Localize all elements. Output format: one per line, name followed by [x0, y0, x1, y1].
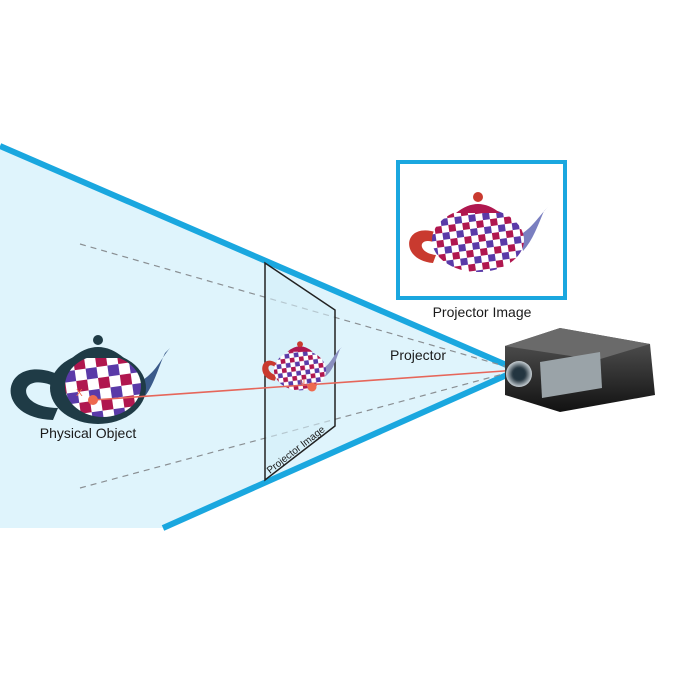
projector-label: Projector: [390, 347, 446, 363]
teapot-icon: [262, 341, 342, 391]
point-u-label: u: [300, 376, 305, 386]
frustum-bottom-edge: [161, 367, 520, 531]
dashed-guide-top: [79, 243, 519, 371]
point-x-label: X: [76, 388, 83, 399]
frustum-top-edge: [0, 143, 520, 373]
teapot-icon: [10, 335, 170, 424]
teapot-icon: [409, 192, 548, 272]
projection-frustum: [0, 146, 518, 528]
projector-image-label: Projector Image: [433, 304, 532, 320]
projection-ray: [92, 369, 519, 401]
object-point: [88, 395, 98, 405]
physical-object-label: Physical Object: [40, 425, 137, 441]
projector-icon: [505, 328, 655, 412]
image-point: [307, 382, 317, 392]
dashed-guide-bottom: [79, 369, 519, 489]
